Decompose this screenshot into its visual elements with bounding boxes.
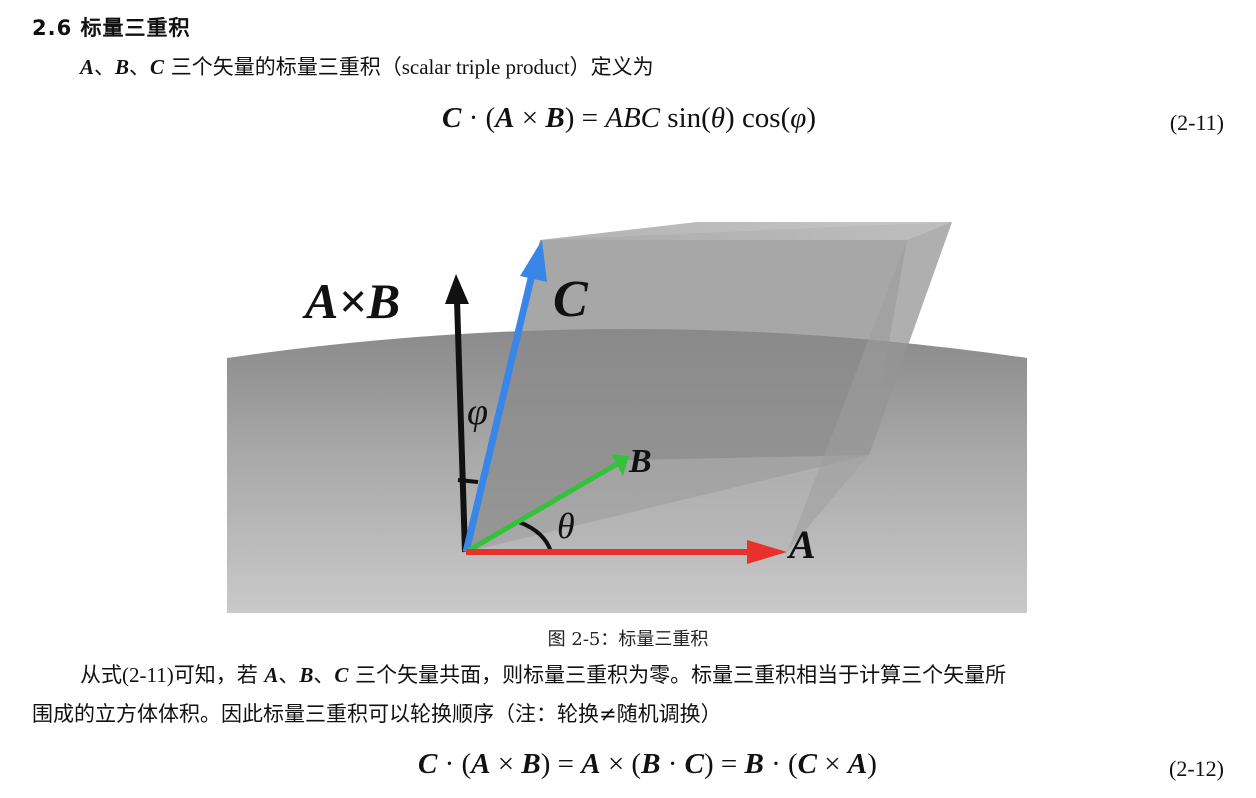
vector-axb-line [454,299,468,553]
section-title: 标量三重积 [80,16,191,40]
paragraph-2-line-2: 围成的立方体体积。因此标量三重积可以轮换顺序（注：轮换≠随机调换） [32,702,722,726]
label-axb: A×B [302,273,400,329]
vector-a-arrowhead [747,540,787,564]
equation-number-2-11: (2-11) [1169,110,1224,135]
vector-b-line [464,461,619,555]
label-theta: θ [557,506,575,546]
vector-b-ref: B [115,55,130,79]
vector-axb-arrowhead [445,274,469,304]
vector-a-ref: A [80,55,95,79]
vector-c-line [462,269,537,553]
equation-2-12: C · (A × B) = A × (B · C) = B · (C × A) [418,748,877,780]
paragraph-2-line-1: 从式(2-11)可知，若 A、B、C 三个矢量共面，则标量三重积为零。标量三重积… [80,663,1007,687]
english-term: scalar triple product [401,55,570,79]
parallelepiped-side-face [787,222,952,552]
vector-c-arrowhead [520,240,547,282]
section-number: 2.6 [32,16,73,40]
intro-paragraph: A、B、C 三个矢量的标量三重积（scalar triple product）定… [80,55,654,79]
equation-ref: (2-11) [122,663,174,687]
label-a: A [786,522,816,567]
section-heading: 2.6 标量三重积 [32,12,191,42]
label-b: B [628,443,652,480]
theta-arc [518,520,553,553]
parallelepiped-front-face [466,240,907,552]
vector-b-arrowhead [611,454,629,476]
equation-2-11: C · (A × B) = ABC sin(θ) cos(φ) [442,102,816,134]
parallelepiped-bottom-face [466,455,869,552]
scalar-triple-product-figure: A×B C B A φ θ [227,222,1027,613]
vector-c-ref: C [150,55,165,79]
figure-caption: 图 2-5：标量三重积 [547,629,709,650]
parallelepiped-top-face [540,222,952,240]
equation-number-2-12: (2-12) [1169,756,1224,781]
label-c: C [553,271,589,328]
label-phi: φ [467,391,488,433]
